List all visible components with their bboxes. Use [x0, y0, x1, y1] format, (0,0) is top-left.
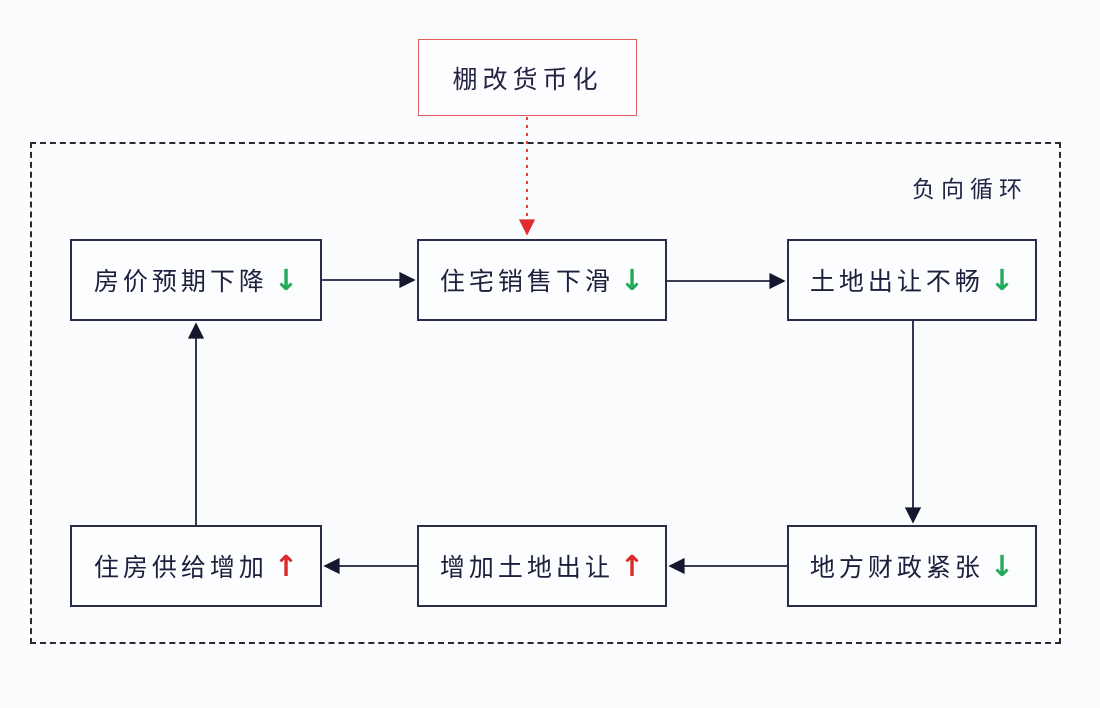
node-label: 住房供给增加: [93, 553, 268, 582]
down-arrow-icon: ↓: [989, 262, 1015, 297]
trigger-box-label: 棚改货币化: [452, 64, 603, 94]
node-local-fiscal-strain: 地方财政紧张 ↓: [787, 525, 1037, 607]
node-label: 住宅销售下滑: [439, 267, 614, 296]
node-increase-land-transfer: 增加土地出让 ↑: [417, 525, 667, 607]
up-arrow-icon: ↑: [619, 548, 645, 583]
cycle-title-label: 负向循环: [912, 177, 1028, 203]
up-arrow-icon: ↑: [273, 548, 299, 583]
node-label: 土地出让不畅: [809, 267, 984, 296]
negative-cycle-frame: [30, 142, 1061, 644]
node-label: 地方财政紧张: [809, 553, 984, 582]
node-housing-sales-decline: 住宅销售下滑 ↓: [417, 239, 667, 321]
node-label: 增加土地出让: [439, 553, 614, 582]
down-arrow-icon: ↓: [619, 262, 645, 297]
node-price-expectation-decline: 房价预期下降 ↓: [70, 239, 322, 321]
node-housing-supply-increase: 住房供给增加 ↑: [70, 525, 322, 607]
node-land-transfer-blocked: 土地出让不畅 ↓: [787, 239, 1037, 321]
node-label: 房价预期下降: [93, 267, 268, 296]
down-arrow-icon: ↓: [989, 548, 1015, 583]
trigger-box-shantytown-monetization: 棚改货币化: [418, 39, 637, 116]
down-arrow-icon: ↓: [273, 262, 299, 297]
